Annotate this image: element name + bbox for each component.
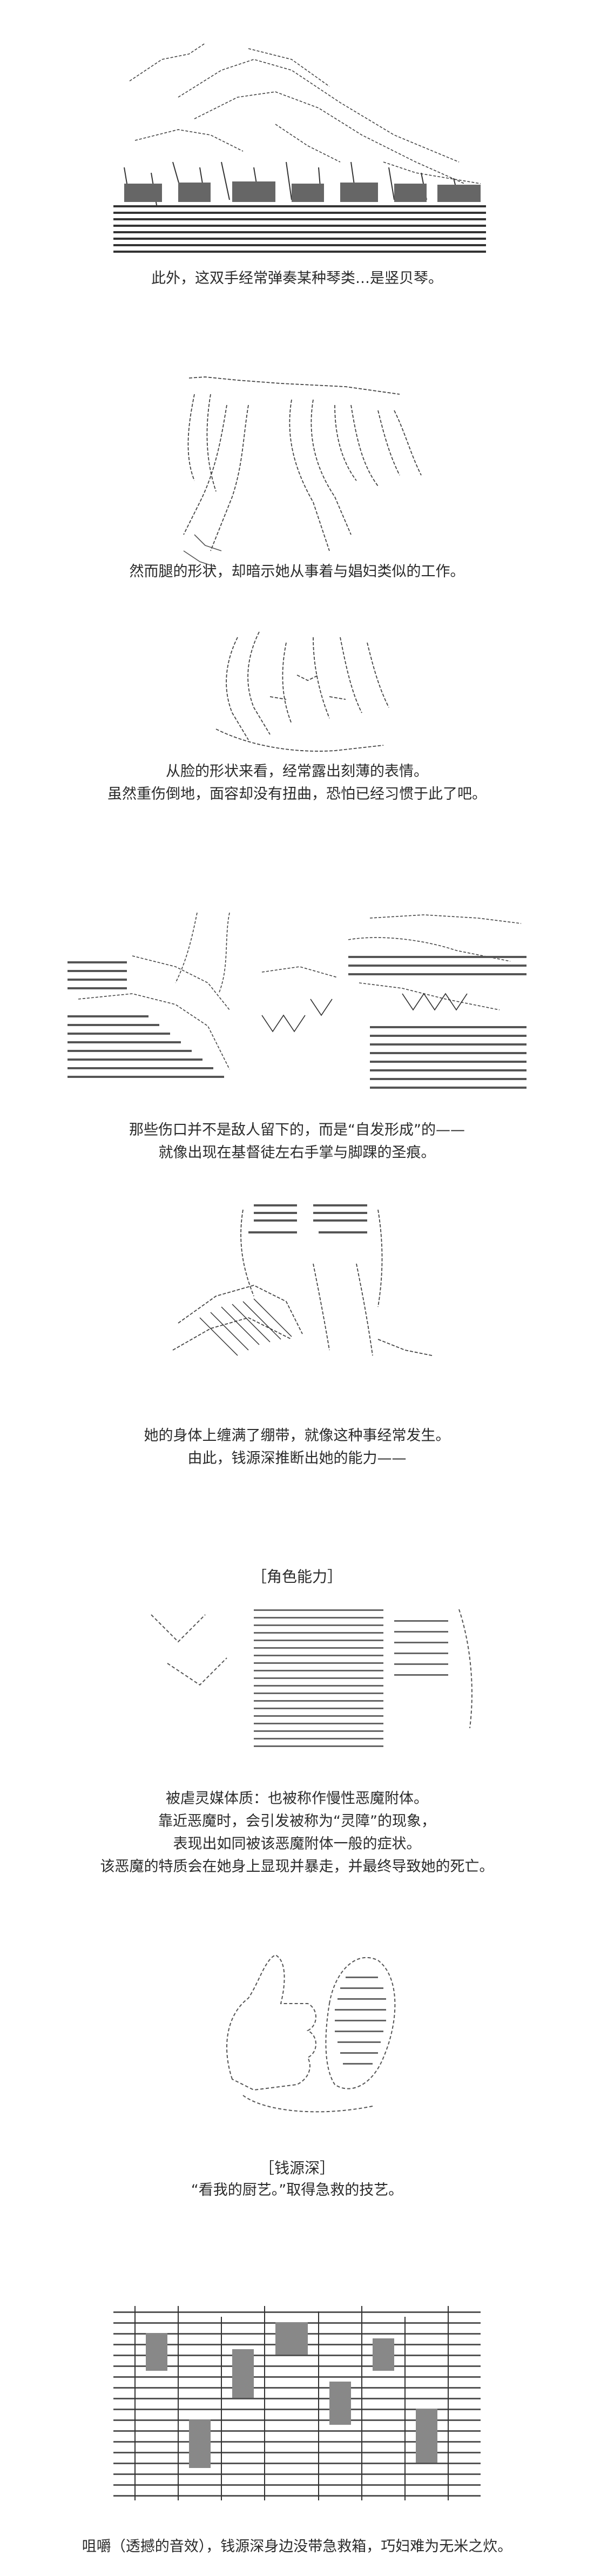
caption-line: 虽然重伤倒地，面容却没有扭曲，恐怕已经习惯于此了吧。 [107,786,487,803]
caption-line: 那些伤口并不是敌人留下的，而是“自发形成”的—— [129,1122,465,1138]
section-label-qian-yuanshen: ［钱源深］ [259,2159,335,2177]
ascii-art-face-illustration [215,631,389,752]
caption-line: 靠近恶魔时，会引发被称为“灵障”的现象， [158,1813,436,1830]
caption-cooking: “看我的厨艺。”取得急救的技艺。 [0,2179,594,2202]
ascii-art-ability-illustration [151,1609,473,1747]
caption-line: 就像出现在基督徒左右手掌与脚踝的圣痕。 [158,1144,436,1161]
caption-wounds: 那些伤口并不是敌人留下的，而是“自发形成”的—— 就像出现在基督徒左右手掌与脚踝… [0,1119,594,1164]
panel-ability: ［角色能力］ 被虐灵媒体质：也被称作慢性恶魔附体。 靠近恶魔时，会引发被称为“灵… [0,1501,594,1923]
ascii-art-bandaged-body-illustration [172,1204,433,1356]
caption-legs: 然而腿的形状，却暗示她从事着与娼妇类似的工作。 [0,561,594,583]
caption-line: 从脸的形状来看，经常露出刻薄的表情。 [166,763,428,780]
ascii-art-kitchen-illustration [113,2306,481,2500]
caption-chewing: 咀嚼（透撼的音效），钱源深身边没带急救箱，巧妇难为无米之炊。 [0,2535,594,2558]
panel-cooking: ［钱源深］ “看我的厨艺。”取得急救的技艺。 [0,1901,594,2311]
caption-face: 从脸的形状来看，经常露出刻薄的表情。 虽然重伤倒地，面容却没有扭曲，恐怕已经习惯… [0,760,594,806]
caption-line: 咀嚼（透撼的音效），钱源深身边没带急救箱，巧妇难为无米之炊。 [82,2538,512,2555]
caption-line: 然而腿的形状，却暗示她从事着与娼妇类似的工作。 [129,563,465,580]
caption-line: 由此，钱源深推断出她的能力—— [187,1450,407,1467]
panel-chewing: 咀嚼（透撼的音效），钱源深身边没带急救箱，巧妇难为无米之炊。 [0,2290,594,2576]
ascii-art-legs-illustration [183,376,422,568]
caption-bandages: 她的身体上缠满了绷带，就像这种事经常发生。 由此，钱源深推断出她的能力—— [0,1425,594,1470]
ascii-art-thumbs-up-illustration [226,1954,396,2113]
panel-wounds: 那些伤口并不是敌人留下的，而是“自发形成”的—— 就像出现在基督徒左右手掌与脚踝… [0,886,594,1199]
ascii-art-hands-illustration [113,43,486,253]
caption-ability: 被虐灵媒体质：也被称作慢性恶魔附体。 靠近恶魔时，会引发被称为“灵障”的现象， … [0,1788,594,1878]
caption-hands: 此外，这双手经常弹奏某种琴类…是竖贝琴。 [0,267,594,290]
panel-legs: 然而腿的形状，却暗示她从事着与娼妇类似的工作。 [0,313,594,616]
panel-face: 从脸的形状来看，经常露出刻薄的表情。 虽然重伤倒地，面容却没有扭曲，恐怕已经习惯… [0,621,594,864]
caption-line: 表现出如同被该恶魔附体一般的症状。 [173,1836,421,1852]
caption-line: 该恶魔的特质会在她身上显现并暴走，并最终导致她的死亡。 [100,1858,494,1875]
caption-line: “看我的厨艺。”取得急救的技艺。 [191,2182,403,2199]
caption-line: 她的身体上缠满了绷带，就像这种事经常发生。 [144,1427,450,1444]
caption-line: 被虐灵媒体质：也被称作慢性恶魔附体。 [166,1790,428,1807]
section-label-ability: ［角色能力］ [251,1568,342,1586]
ascii-art-wounds-illustration [68,912,526,1089]
caption-line: 此外，这双手经常弹奏某种琴类…是竖贝琴。 [151,270,443,287]
panel-hands: 此外，这双手经常弹奏某种琴类…是竖贝琴。 [0,0,594,302]
panel-bandages: 她的身体上缠满了绷带，就像这种事经常发生。 由此，钱源深推断出她的能力—— [0,1199,594,1507]
